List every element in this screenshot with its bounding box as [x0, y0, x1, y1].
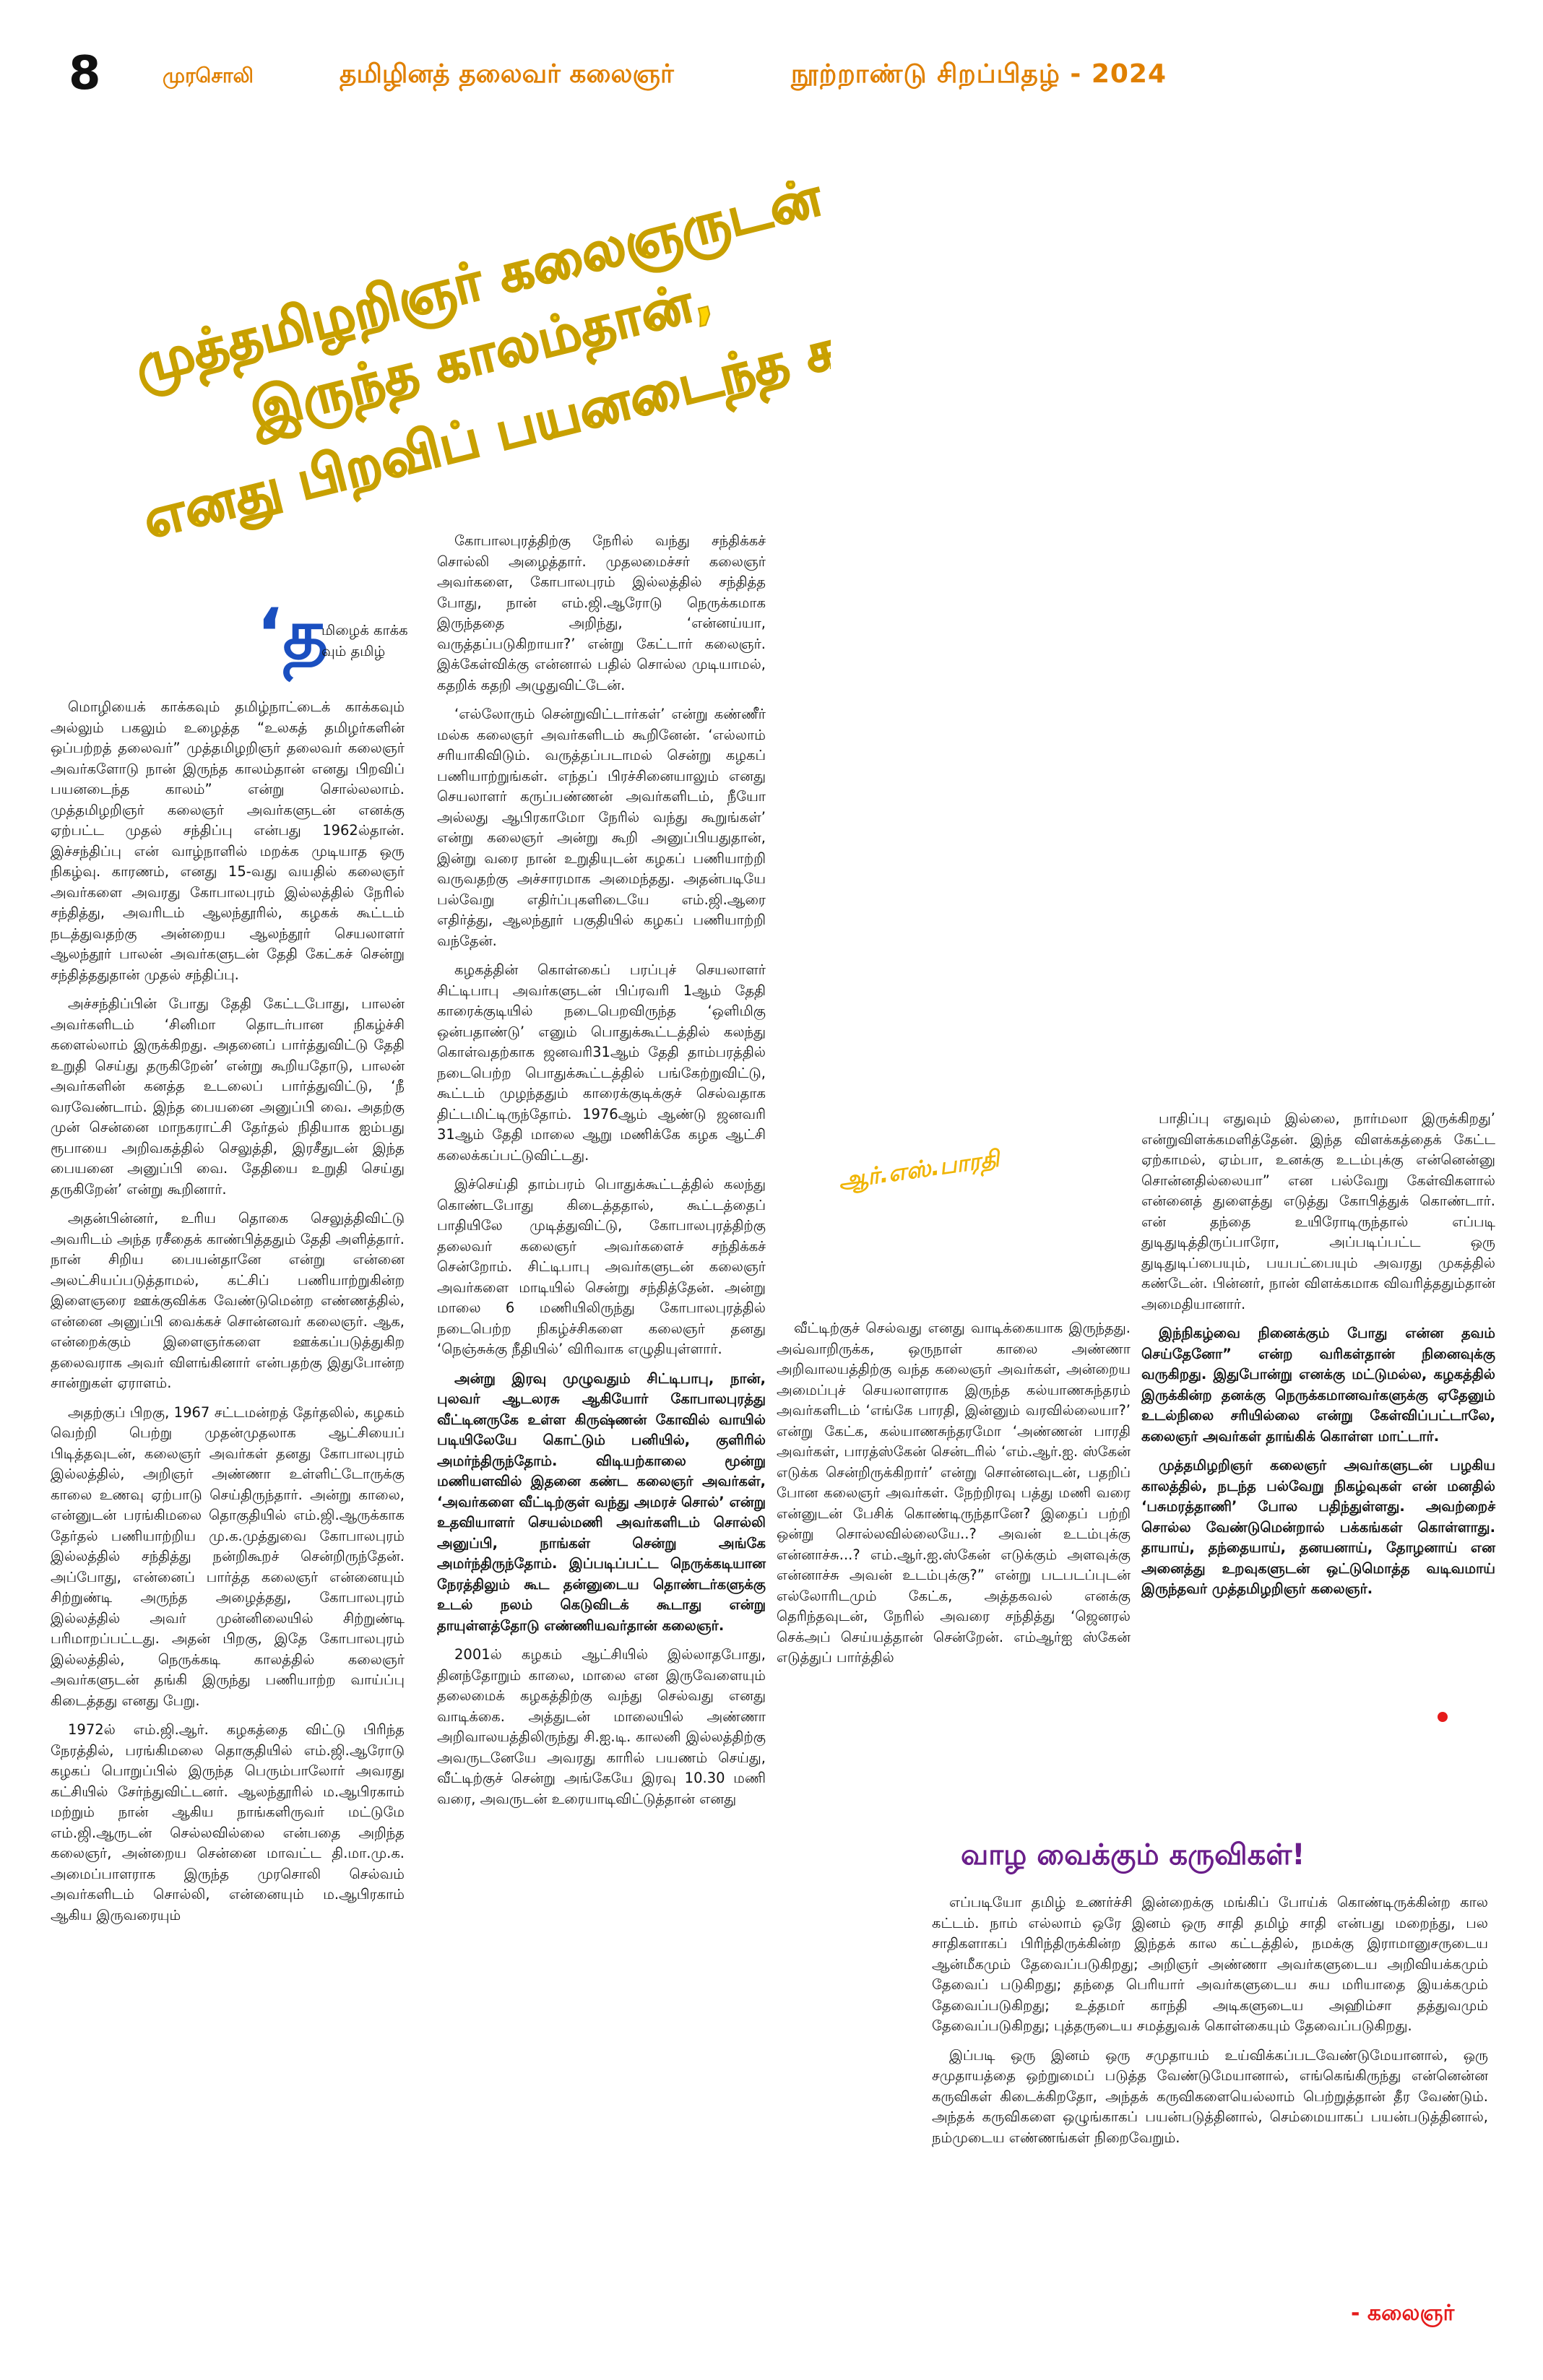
- drop-cap-intro: மிழைக் காக்க வும் தமிழ்: [321, 622, 408, 659]
- drop-cap: ‘த: [256, 594, 328, 675]
- paragraph: கழகத்தின் கொள்கைப் பரப்புச் செயலாளர் சிட…: [437, 961, 766, 1164]
- paragraph: 1972ல் எம்.ஜி.ஆர். கழகத்தை விட்டு பிரிந்…: [51, 1721, 405, 1924]
- paragraph: இச்செய்தி தாம்பரம் பொதுக்கூட்டத்தில் கலந…: [437, 1176, 766, 1357]
- paragraph: வீட்டிற்குச் செல்வது எனது வாடிக்கையாக இர…: [777, 1320, 1131, 1666]
- issue-subtitle: நூற்றாண்டு சிறப்பிதழ் - 2024: [791, 59, 1167, 89]
- article-column-3: வீட்டிற்குச் செல்வது எனது வாடிக்கையாக இர…: [777, 1318, 1131, 1677]
- issue-title: தமிழினத் தலைவர் கலைஞர்: [340, 59, 674, 89]
- paragraph: 2001ல் கழகம் ஆட்சியில் இல்லாதபோது, தினந்…: [437, 1646, 766, 1807]
- page-header: 8 முரசொலி தமிழினத் தலைவர் கலைஞர் நூற்றாண…: [0, 0, 1543, 116]
- headline: முத்தமிழறிஞர் கலைஞருடன் இருந்த காலம்தான்…: [108, 165, 985, 558]
- paragraph: அச்சந்திப்பின் போது தேதி கேட்டபோது, பாலன…: [51, 995, 405, 1198]
- byline: ஆர்.எஸ்.பாரதி: [837, 1144, 1001, 1195]
- paragraph: அன்று இரவு முழுவதும் சிட்டிபாபு, நான், ப…: [437, 1369, 766, 1634]
- end-mark: [1438, 1712, 1448, 1722]
- article-column-1: மொழியைக் காக்கவும் தமிழ்நாட்டைக் காக்கவு…: [51, 697, 405, 1934]
- paragraph: இந்நிகழ்வை நினைக்கும் போது என்ன தவம் செய…: [1141, 1325, 1495, 1445]
- paragraph: எப்படியோ தமிழ் உணர்ச்சி இன்றைக்கு மங்கிப…: [932, 1894, 1488, 2034]
- article-column-4: பாதிப்பு எதுவும் இல்லை, நார்மலா இருக்கிற…: [1141, 1109, 1495, 1609]
- page-number: 8: [69, 47, 101, 100]
- paper-name: முரசொலி: [163, 64, 254, 87]
- paragraph: மொழியைக் காக்கவும் தமிழ்நாட்டைக் காக்கவு…: [51, 698, 405, 983]
- box-signature: - கலைஞர்: [1351, 2301, 1455, 2326]
- paragraph: அதற்குப் பிறகு, 1967 சட்டமன்றத் தேர்தலில…: [51, 1403, 405, 1709]
- paragraph: பாதிப்பு எதுவும் இல்லை, நார்மலா இருக்கிற…: [1141, 1110, 1495, 1312]
- paragraph: இப்படி ஒரு இனம் ஒரு சமுதாயம் உய்விக்கப்ப…: [932, 2046, 1488, 2146]
- paragraph: கோபாலபுரத்திற்கு நேரில் வந்து சந்திக்கச்…: [437, 532, 766, 693]
- paragraph: ‘எல்லோரும் சென்றுவிட்டார்கள்’ என்று கண்ண…: [437, 706, 766, 949]
- paragraph: முத்தமிழறிஞர் கலைஞர் அவர்களுடன் பழகிய கா…: [1141, 1457, 1495, 1597]
- box-title: வாழ வைக்கும் கருவிகள்!: [961, 1838, 1305, 1871]
- paragraph: அதன்பின்னர், உரிய தொகை செலுத்திவிட்டு அவ…: [51, 1210, 405, 1391]
- article-column-2: கோபாலபுரத்திற்கு நேரில் வந்து சந்திக்கச்…: [437, 531, 766, 1818]
- box-body: எப்படியோ தமிழ் உணர்ச்சி இன்றைக்கு மங்கிப…: [932, 1892, 1488, 2157]
